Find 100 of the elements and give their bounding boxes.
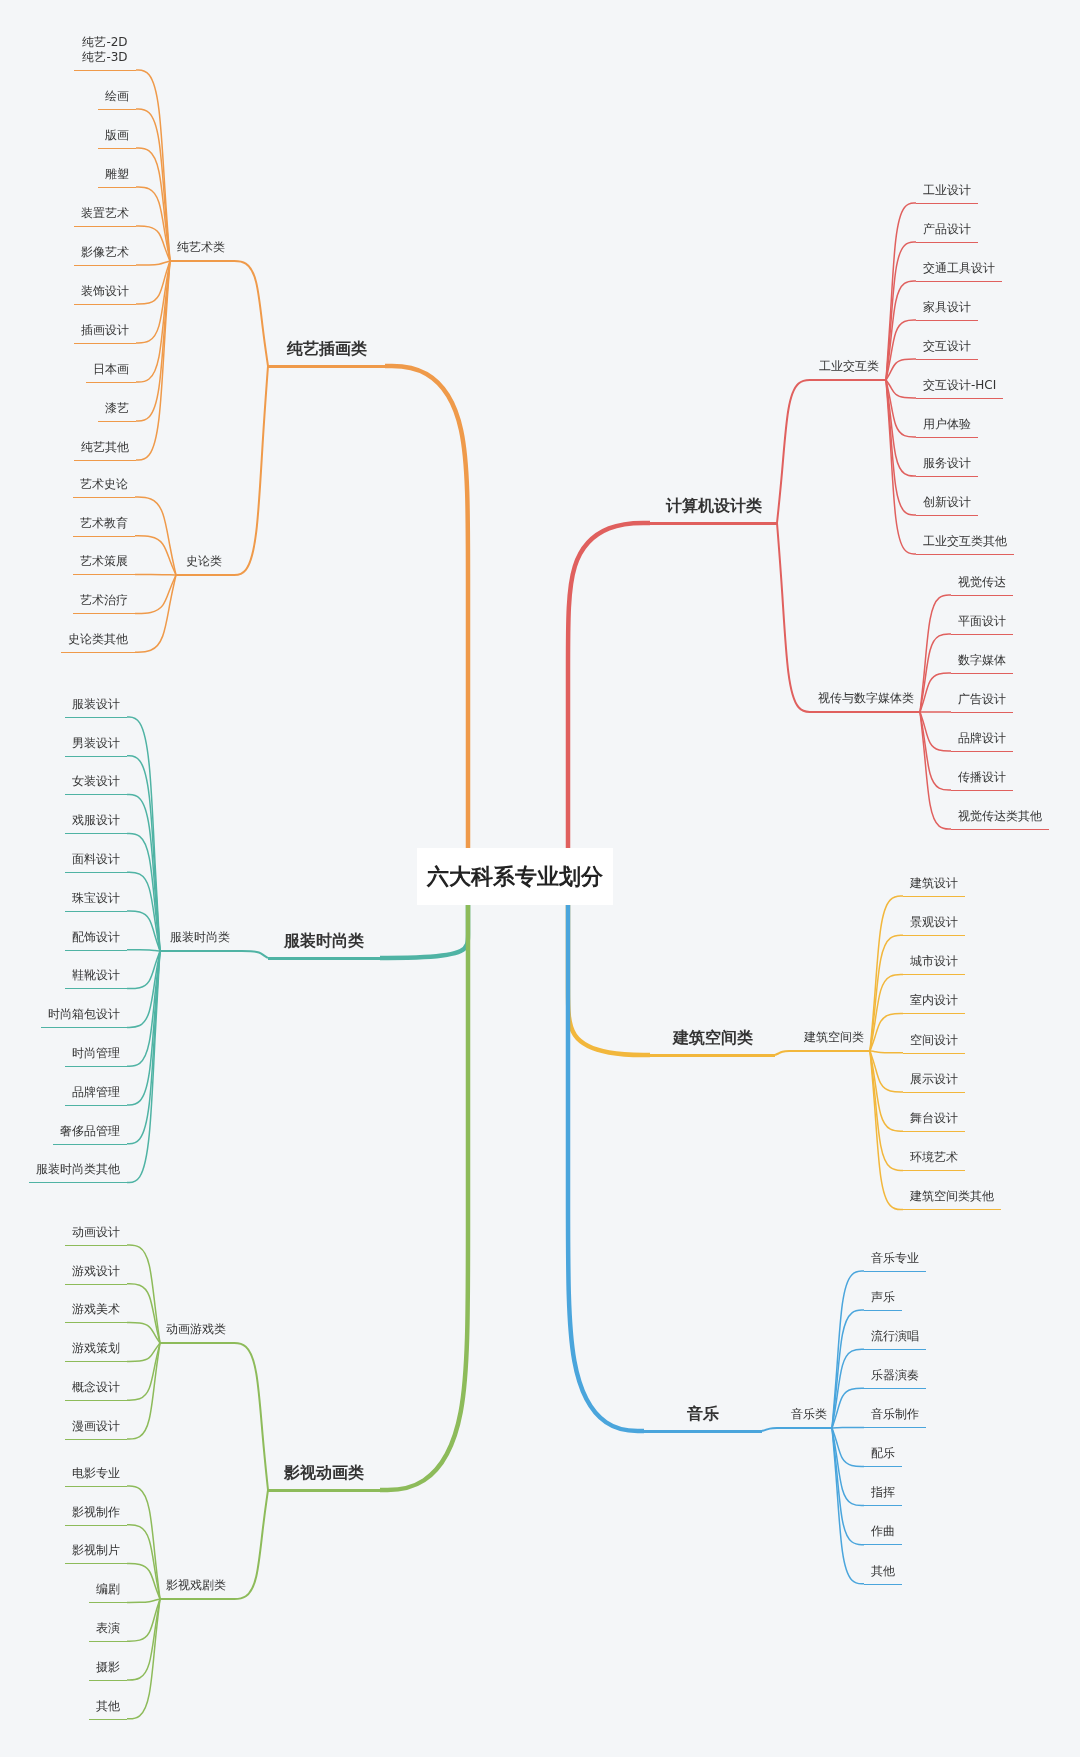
- main-branch-topic: 服装时尚类: [268, 930, 380, 960]
- leaf-topic: 景观设计: [903, 914, 965, 936]
- leaf-topic: 其他: [89, 1698, 127, 1720]
- leaf-topic: 装饰设计: [74, 283, 136, 305]
- sub-branch-topic: 史论类: [176, 554, 232, 576]
- branch-line: [126, 1598, 161, 1604]
- leaf-topic: 音乐制作: [864, 1407, 926, 1429]
- branch-line: [885, 358, 917, 381]
- leaf-topic: 广告设计: [951, 691, 1013, 713]
- leaf-topic: 绘画: [98, 88, 136, 110]
- branch-line: [919, 672, 952, 713]
- leaf-topic: 视觉传达: [951, 574, 1013, 596]
- leaf-topic: 品牌管理: [65, 1084, 127, 1106]
- leaf-topic: 漫画设计: [65, 1418, 127, 1440]
- branch-line: [869, 1050, 904, 1054]
- leaf-topic: 漆艺: [98, 400, 136, 422]
- leaf-topic: 奢侈品管理: [53, 1123, 127, 1145]
- leaf-topic: 工业设计: [916, 182, 978, 204]
- sub-branch-topic: 纯艺术类: [170, 240, 232, 262]
- branch-line: [126, 1321, 161, 1344]
- branch-line: [134, 535, 177, 576]
- leaf-topic: 视觉传达类其他: [951, 808, 1049, 830]
- leaf-topic: 游戏美术: [65, 1302, 127, 1324]
- branch-line: [761, 1427, 787, 1432]
- leaf-topic: 配饰设计: [65, 929, 127, 951]
- branch-line: [126, 1244, 161, 1344]
- leaf-topic: 配乐: [864, 1446, 902, 1468]
- sub-branch-topic: 动画游戏类: [160, 1322, 232, 1344]
- leaf-topic: 建筑设计: [903, 875, 965, 897]
- branch-line: [135, 225, 171, 262]
- leaf-topic: 戏服设计: [65, 813, 127, 835]
- leaf-topic: 城市设计: [903, 954, 965, 976]
- leaf-topic: 其他: [864, 1563, 902, 1585]
- leaf-topic: 舞台设计: [903, 1110, 965, 1132]
- branch-line: [831, 1427, 865, 1585]
- leaf-topic: 空间设计: [903, 1032, 965, 1054]
- main-branch-topic: 纯艺插画类: [268, 338, 385, 368]
- leaf-topic: 乐器演奏: [864, 1368, 926, 1390]
- branch-line: [126, 950, 161, 1184]
- leaf-topic: 史论类其他: [61, 631, 135, 653]
- branch-line: [385, 363, 471, 848]
- branch-line: [869, 1012, 904, 1052]
- leaf-topic: 艺术策展: [73, 554, 135, 576]
- branch-line: [126, 949, 161, 952]
- leaf-topic: 时尚管理: [65, 1045, 127, 1067]
- leaf-topic: 品牌设计: [951, 730, 1013, 752]
- branch-line: [126, 1598, 161, 1642]
- branch-line: [135, 147, 171, 262]
- leaf-topic: 交互设计: [916, 338, 978, 360]
- sub-branch-topic: 视传与数字媒体类: [812, 691, 920, 713]
- leaf-topic: 交通工具设计: [916, 260, 1002, 282]
- branch-line: [565, 520, 650, 848]
- branch-line: [831, 1427, 865, 1468]
- branch-line: [776, 522, 813, 713]
- leaf-topic: 服装设计: [65, 696, 127, 718]
- branch-line: [919, 711, 952, 752]
- sub-branch-topic: 影视戏剧类: [160, 1578, 232, 1600]
- branch-line: [831, 1270, 865, 1429]
- branch-line: [776, 379, 813, 524]
- branch-line: [126, 950, 161, 990]
- leaf-topic: 音乐专业: [864, 1250, 926, 1272]
- branch-line: [231, 1489, 269, 1600]
- leaf-topic: 版画: [98, 127, 136, 149]
- leaf-topic: 鞋靴设计: [65, 968, 127, 990]
- main-branch-topic: 计算机设计类: [650, 495, 777, 525]
- branch-line: [126, 1562, 161, 1600]
- branch-line: [919, 711, 952, 830]
- branch-line: [135, 260, 171, 305]
- branch-line: [126, 1485, 161, 1600]
- leaf-topic: 产品设计: [916, 221, 978, 243]
- leaf-topic: 传播设计: [951, 769, 1013, 791]
- leaf-topic: 艺术治疗: [73, 593, 135, 615]
- branch-line: [231, 1342, 269, 1491]
- branch-line: [231, 365, 269, 576]
- leaf-topic: 面料设计: [65, 851, 127, 873]
- leaf-topic: 创新设计: [916, 494, 978, 516]
- main-branch-topic: 建筑空间类: [650, 1027, 775, 1057]
- leaf-topic: 插画设计: [74, 322, 136, 344]
- leaf-topic: 女装设计: [65, 774, 127, 796]
- sub-branch-topic: 音乐类: [786, 1407, 832, 1429]
- branch-line: [885, 379, 917, 399]
- leaf-topic: 概念设计: [65, 1379, 127, 1401]
- branch-line: [126, 793, 161, 952]
- leaf-topic: 纯艺-2D 纯艺-3D: [74, 34, 136, 71]
- leaf-topic: 服务设计: [916, 455, 978, 477]
- branch-line: [869, 895, 904, 1052]
- leaf-topic: 工业交互类其他: [916, 533, 1014, 555]
- leaf-topic: 编剧: [89, 1582, 127, 1604]
- branch-line: [869, 973, 904, 1052]
- leaf-topic: 纯艺其他: [74, 439, 136, 461]
- branch-line: [869, 1050, 904, 1093]
- branch-line: [919, 633, 952, 713]
- branch-line: [134, 573, 177, 576]
- leaf-topic: 数字媒体: [951, 652, 1013, 674]
- leaf-topic: 珠宝设计: [65, 890, 127, 912]
- main-branch-topic: 影视动画类: [268, 1462, 380, 1492]
- leaf-topic: 艺术教育: [73, 515, 135, 537]
- leaf-topic: 室内设计: [903, 993, 965, 1015]
- leaf-topic: 电影专业: [65, 1465, 127, 1487]
- branch-line: [126, 1342, 161, 1440]
